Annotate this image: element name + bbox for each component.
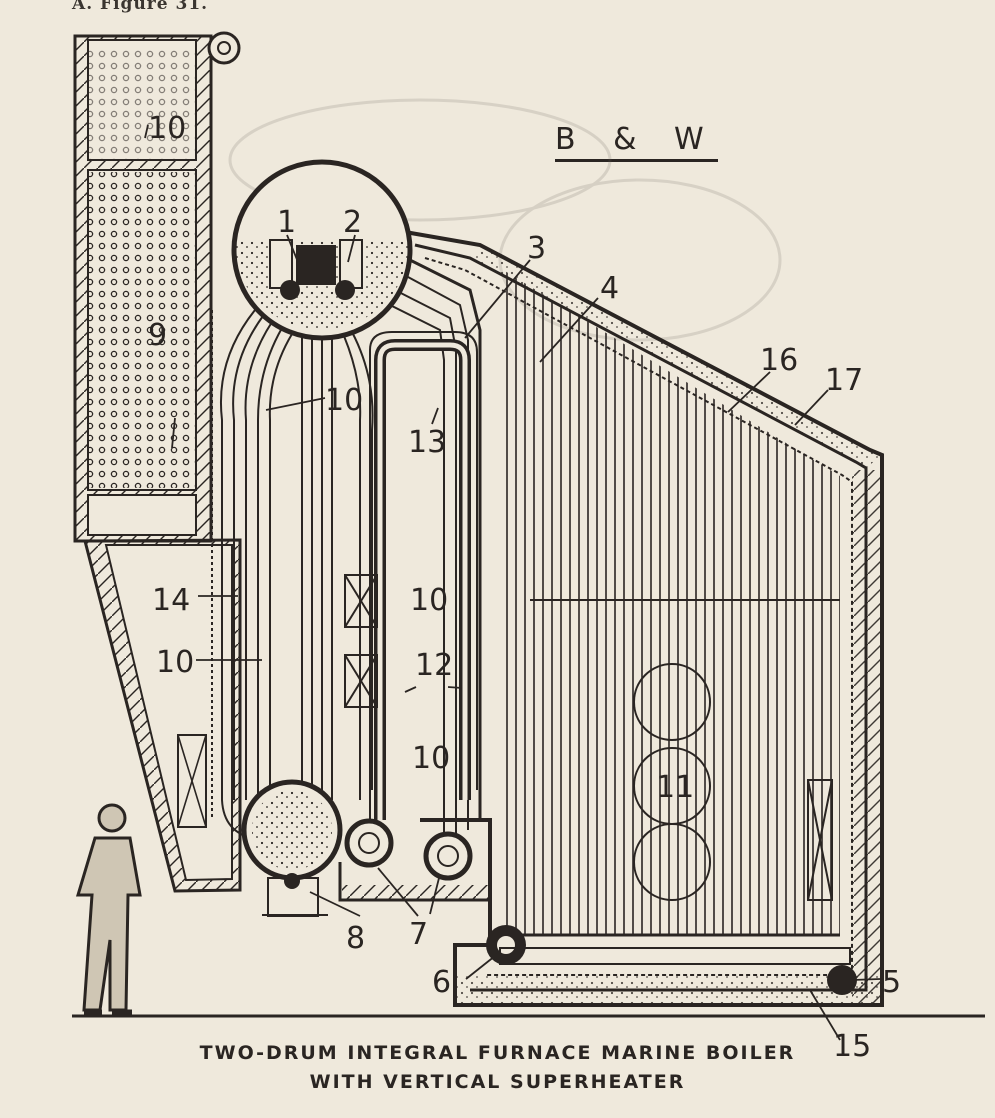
callout-numbers: 1 2 3 4 16 17 10 9 10 13 14 10 10 12 10 … [148, 111, 901, 1064]
figure-heading: A. Figure 31. [72, 0, 209, 14]
callout-9: 9 [148, 318, 167, 353]
economizer-casing [73, 31, 241, 543]
callout-2: 2 [343, 205, 362, 240]
callout-11: 11 [656, 770, 694, 805]
callout-14: 14 [152, 583, 190, 618]
callout-10-b: 10 [325, 383, 363, 418]
callout-4: 4 [600, 271, 619, 306]
water-drum [241, 779, 343, 917]
leader-lines [144, 124, 881, 1041]
caption-line-2: WITH VERTICAL SUPERHEATER [309, 1071, 686, 1093]
callout-3: 3 [527, 231, 546, 266]
callout-7: 7 [409, 917, 428, 952]
callout-5: 5 [882, 965, 901, 1000]
callout-13: 13 [408, 425, 446, 460]
uptake-hopper [83, 538, 242, 893]
access-doors [344, 574, 833, 901]
callout-10-a: 10 [148, 111, 186, 146]
human-scale-figure [75, 803, 142, 1015]
callout-6: 6 [432, 965, 451, 1000]
callout-10-d: 10 [156, 645, 194, 680]
boiler-casing [404, 230, 884, 1007]
caption-line-1: TWO-DRUM INTEGRAL FURNACE MARINE BOILER [199, 1042, 796, 1064]
superheater-headers [338, 818, 492, 902]
callout-10-e: 10 [412, 741, 450, 776]
callout-16: 16 [760, 343, 798, 378]
callout-17: 17 [825, 363, 863, 398]
callout-12: 12 [415, 648, 453, 683]
callout-10-c: 10 [410, 583, 448, 618]
generating-tube-bank [500, 268, 840, 937]
superheater-loop [369, 331, 478, 830]
callout-1: 1 [277, 205, 296, 240]
callout-15: 15 [833, 1029, 871, 1064]
steam-drum [231, 159, 413, 341]
burner-openings [633, 663, 711, 901]
callout-8: 8 [346, 921, 365, 956]
brand-label: B & W [555, 122, 718, 162]
